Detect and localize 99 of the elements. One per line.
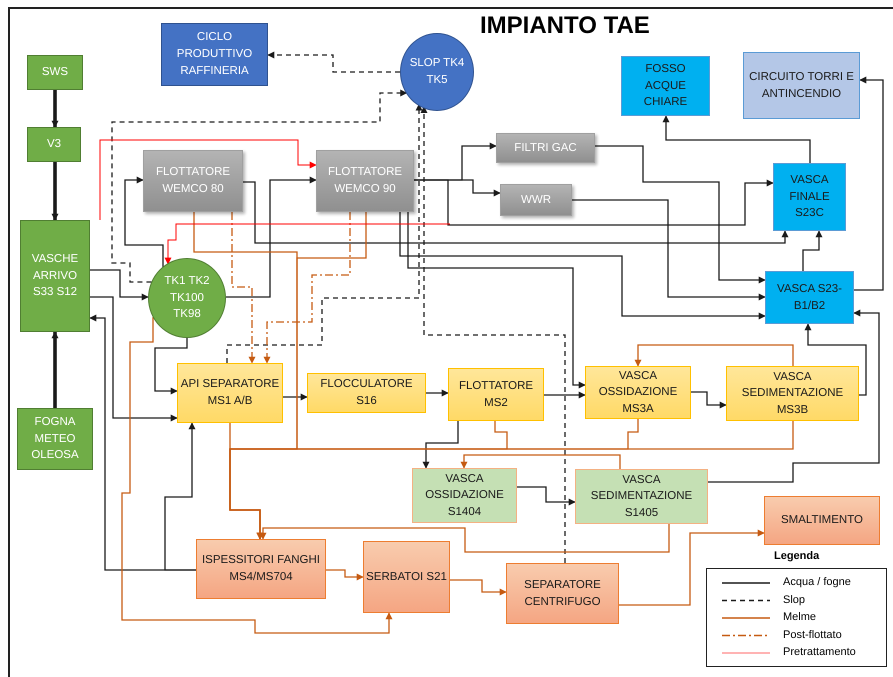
node-label: CICLO PRODUTTIVO RAFFINERIA	[176, 30, 254, 79]
process-box	[496, 133, 595, 163]
node-label: FLOTTATORE WEMCO 90	[326, 165, 404, 197]
flow-arrow	[426, 390, 449, 396]
flow-arrow	[226, 176, 317, 298]
flow-arrow	[422, 421, 459, 469]
node-label: SMALTIMENTO	[781, 513, 863, 528]
flow-arrow	[243, 181, 788, 244]
flow-arrow	[619, 530, 765, 606]
node-label: VASCA FINALE S23C	[788, 172, 831, 222]
node-label: VASCA SEDIMENTAZIONE S1405	[590, 472, 694, 521]
process-box	[448, 368, 544, 421]
process-box	[765, 271, 854, 324]
flow-arrow	[260, 524, 670, 553]
flow-arrow	[154, 337, 188, 394]
flow-arrow	[708, 310, 880, 483]
flow-arrow	[544, 392, 586, 398]
node-label: FLOCCULATORE S16	[319, 377, 414, 409]
node-label: VASCHE ARRIVO S33 S12	[30, 252, 80, 300]
flow-arrow	[407, 212, 586, 388]
node-label: FLOTTATORE MS2	[458, 378, 534, 410]
process-box	[585, 366, 691, 419]
process-box	[27, 127, 81, 162]
flow-arrow	[121, 317, 392, 634]
process-box	[196, 539, 326, 599]
node-label: SLOP TK4 TK5	[408, 56, 466, 88]
node-label: WWR	[520, 192, 551, 208]
node-label: SWS	[42, 65, 68, 80]
process-box	[773, 163, 846, 231]
process-box	[500, 184, 572, 216]
flow-arrow	[283, 394, 308, 400]
flow-arrow	[517, 486, 576, 506]
process-box	[316, 150, 414, 212]
node-label: FOGNA METEO OLEOSA	[30, 414, 80, 464]
process-box	[143, 150, 243, 212]
flow-arrow	[264, 212, 351, 364]
flow-arrow	[164, 422, 196, 571]
node-label: TK1 TK2 TK100 TK98	[163, 274, 211, 322]
node-label: V3	[46, 137, 62, 152]
flow-arrow	[854, 76, 884, 291]
flow-arrow	[414, 179, 774, 226]
node-label: SEPARATORE CENTRIFUGO	[523, 578, 602, 610]
flow-arrow	[802, 230, 822, 271]
flow-arrow	[124, 176, 164, 268]
flow-arrow	[399, 212, 766, 320]
flow-arrow	[691, 391, 727, 408]
flow-arrow	[90, 269, 149, 300]
flow-arrow	[595, 145, 766, 284]
flow-arrow	[634, 344, 794, 367]
process-box	[177, 363, 283, 423]
legend-label: Acqua / fogne	[783, 576, 851, 588]
flow-arrow	[572, 199, 766, 300]
flow-arrow	[100, 140, 317, 220]
node-label: VASCA SEDIMENTAZIONE MS3B	[740, 370, 844, 418]
flow-arrow	[231, 212, 256, 364]
process-box	[621, 56, 710, 116]
process-box	[764, 496, 880, 545]
node-label: VASCA OSSIDAZIONE S1404	[424, 472, 505, 520]
flow-arrow	[804, 323, 867, 396]
process-box	[575, 469, 708, 524]
flow-arrow	[326, 569, 364, 580]
flow-arrow	[89, 314, 196, 571]
flow-arrow	[450, 579, 507, 596]
flow-arrow	[662, 115, 811, 163]
flow-arrow	[229, 421, 794, 540]
process-box	[743, 52, 860, 119]
process-box	[412, 468, 517, 523]
flow-arrow	[52, 90, 58, 128]
flow-arrow	[267, 52, 400, 73]
node-label: API SEPARATORE MS1 A/B	[180, 377, 280, 409]
flow-arrow	[460, 454, 621, 469]
process-box	[307, 373, 426, 413]
flow-arrow	[164, 224, 450, 265]
node-label: VASCA OSSIDAZIONE MS3A	[598, 368, 678, 417]
process-box	[363, 541, 450, 613]
node-label: FLOTTATORE WEMCO 80	[154, 165, 232, 197]
flow-arrow	[52, 162, 58, 221]
process-box	[161, 23, 268, 86]
flow-arrow	[420, 106, 566, 563]
node-label: VASCA S23-B1/B2	[776, 282, 843, 314]
node-label: FOSSO ACQUE CHIARE	[642, 62, 688, 110]
process-box	[20, 220, 90, 332]
legend-label: Pretrattamento	[783, 646, 856, 658]
legend-label: Melme	[783, 611, 816, 623]
legend-label: Slop	[783, 594, 806, 606]
diagram-title: IMPIANTO TAE	[480, 12, 650, 40]
process-box	[27, 55, 83, 90]
node-label: SERBATOI S21	[366, 570, 447, 585]
flow-arrow	[226, 104, 422, 363]
flow-arrow	[111, 90, 408, 283]
legend-label: Post-flottato	[783, 628, 842, 640]
node-label: FILTRI GAC	[514, 140, 577, 156]
node-label: CIRCUITO TORRI E ANTINCENDIO	[748, 70, 855, 102]
node-label: ISPESSITORI FANGHI MS4/MS704	[200, 553, 321, 585]
process-box	[17, 408, 93, 470]
process-box	[726, 366, 859, 421]
flow-arrow	[90, 296, 178, 422]
process-box	[506, 563, 619, 624]
flow-arrow	[52, 331, 58, 408]
